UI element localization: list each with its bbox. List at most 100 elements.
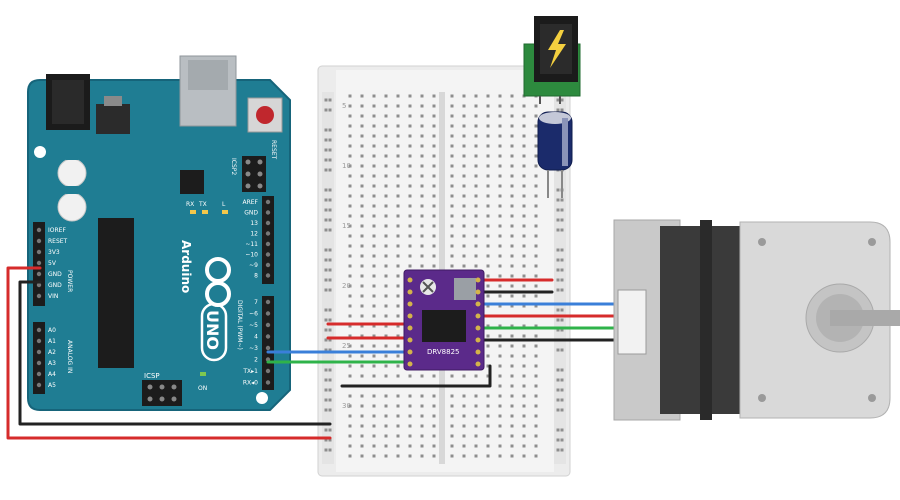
rail-hole [560, 448, 564, 452]
breadboard-hole [498, 424, 502, 428]
breadboard-hole [474, 224, 478, 228]
breadboard-hole [462, 214, 466, 218]
breadboard-hole [360, 394, 364, 398]
header-pin[interactable] [36, 238, 42, 244]
breadboard-hole [522, 364, 526, 368]
rail-hole [324, 138, 328, 142]
breadboard-hole [384, 174, 388, 178]
rail-hole [328, 438, 332, 442]
header-pin[interactable] [265, 262, 271, 268]
header-pin[interactable] [265, 311, 271, 316]
breadboard-hole [384, 114, 388, 118]
digital-header-bottom [262, 296, 274, 390]
breadboard-hole [396, 434, 400, 438]
breadboard-hole [510, 144, 514, 148]
breadboard-hole [384, 234, 388, 238]
pin-label: ~11 [245, 241, 258, 248]
header-pin[interactable] [36, 227, 42, 233]
header-pin[interactable] [36, 360, 42, 366]
header-pin[interactable] [265, 299, 271, 305]
breadboard-hole [486, 164, 490, 168]
breadboard-hole [360, 174, 364, 178]
header-pin[interactable] [36, 282, 42, 288]
header-pin[interactable] [265, 368, 271, 374]
breadboard-hole [396, 334, 400, 338]
header-pin[interactable] [36, 260, 42, 266]
breadboard-hole [420, 214, 424, 218]
breadboard-hole [396, 204, 400, 208]
header-pin[interactable] [265, 241, 271, 247]
breadboard-hole [534, 204, 538, 208]
breadboard-hole [384, 264, 388, 268]
breadboard-hole [450, 164, 454, 168]
rail-hole [560, 398, 564, 402]
breadboard-hole [432, 184, 436, 188]
header-pin[interactable] [265, 231, 271, 236]
breadboard-hole [534, 224, 538, 228]
breadboard-hole [486, 324, 490, 328]
breadboard-hole [432, 134, 436, 138]
breadboard-hole [462, 264, 466, 268]
header-pin[interactable] [36, 327, 42, 333]
breadboard-hole [360, 284, 364, 288]
header-pin[interactable] [36, 338, 42, 344]
on-label: ON [198, 385, 207, 392]
rail-hole [328, 138, 332, 142]
breadboard-hole [420, 144, 424, 148]
breadboard-hole [510, 104, 514, 108]
rail-hole [324, 108, 328, 112]
breadboard-hole [534, 154, 538, 158]
breadboard-hole [534, 324, 538, 328]
breadboard-hole [534, 344, 538, 348]
header-pin[interactable] [36, 382, 42, 388]
header-pin[interactable] [36, 293, 42, 299]
header-pin[interactable] [265, 273, 271, 278]
breadboard-hole [522, 234, 526, 238]
breadboard-hole [474, 454, 478, 458]
breadboard-hole [462, 254, 466, 258]
header-pin[interactable] [265, 252, 271, 257]
rail-hole [328, 248, 332, 252]
header-pin[interactable] [36, 371, 42, 377]
header-pin[interactable] [36, 349, 42, 355]
breadboard-hole [498, 354, 502, 358]
pin-label: RX◂0 [243, 380, 258, 387]
header-pin[interactable] [36, 249, 42, 255]
motor-screw [868, 394, 876, 402]
rail-hole [560, 268, 564, 272]
pin-label: ~9 [249, 262, 258, 269]
header-pin[interactable] [265, 199, 271, 205]
breadboard-hole [384, 214, 388, 218]
breadboard-hole [450, 254, 454, 258]
rail-hole [328, 348, 332, 352]
breadboard-hole [450, 454, 454, 458]
rail-hole [560, 208, 564, 212]
breadboard-hole [474, 184, 478, 188]
breadboard-hole [372, 324, 376, 328]
breadboard-hole [360, 124, 364, 128]
rail-hole [324, 348, 328, 352]
rail-hole [324, 258, 328, 262]
header-pin[interactable] [265, 220, 271, 226]
header-pin[interactable] [265, 322, 271, 328]
breadboard-hole [510, 124, 514, 128]
breadboard-hole [450, 434, 454, 438]
breadboard-hole [360, 324, 364, 328]
header-pin[interactable] [265, 380, 271, 385]
breadboard-hole [486, 204, 490, 208]
header-pin[interactable] [265, 210, 271, 215]
breadboard-hole [534, 374, 538, 378]
breadboard-hole [474, 204, 478, 208]
breadboard-hole [372, 204, 376, 208]
header-pin[interactable] [265, 334, 271, 339]
breadboard-hole [372, 174, 376, 178]
reset-button-cap[interactable] [256, 106, 274, 124]
breadboard-hole [474, 104, 478, 108]
breadboard-hole [522, 254, 526, 258]
breadboard-hole [372, 424, 376, 428]
pin-label: 5V [48, 260, 57, 267]
header-pin[interactable] [265, 345, 271, 351]
header-pin[interactable] [36, 271, 42, 277]
breadboard-hole [534, 184, 538, 188]
